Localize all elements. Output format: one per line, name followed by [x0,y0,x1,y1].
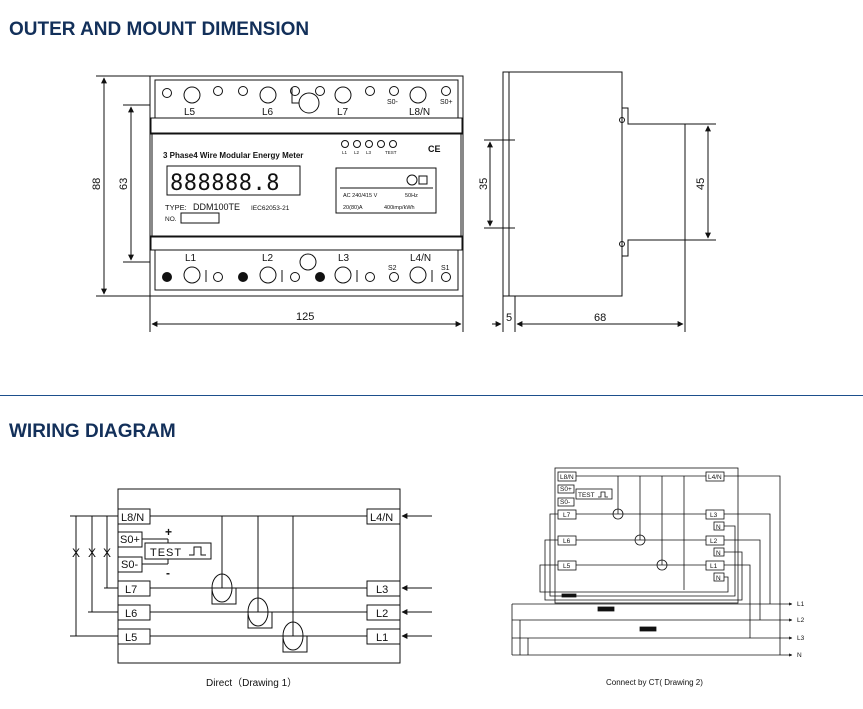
ct-line-label: L2 [797,617,805,624]
meter-title: 3 Phase4 Wire Modular Energy Meter [163,151,303,160]
led-label: L2 [354,150,360,155]
direct-left-terminal: L8/N [121,512,144,524]
front-bottom-label: S1 [441,265,450,272]
front-outline [149,75,464,297]
front-bottom-label: L2 [262,253,274,264]
standard-label: IEC62053-21 [251,205,290,212]
direct-right-terminal: L3 [376,584,388,596]
ct-left-terminal: L6 [563,538,571,545]
type-label: TYPE: [165,203,187,212]
led-label: L3 [366,150,372,155]
spec-frequency: 50Hz [405,193,418,199]
direct-caption: Direct（Drawing 1） [206,677,297,689]
dim-45: 45 [695,178,707,190]
dim-height: 88 [91,178,103,190]
side-view [484,71,716,332]
front-bottom-label: L3 [338,253,350,264]
direct-right-terminal: L4/N [370,512,393,524]
ct-test-label: TEST [578,492,595,499]
lcd-display: 888888.8 [170,171,280,196]
direct-left-terminal: S0+ [120,534,140,546]
ct-wiring [511,467,793,657]
section-divider [0,395,863,396]
direct-left-terminal: L6 [125,608,137,620]
front-top-label: L6 [262,107,274,118]
heading-outer-dimension: OUTER AND MOUNT DIMENSION [9,19,310,40]
spec-constant: 400imp/kWh [384,205,415,211]
load-cross-mark: X [72,546,80,560]
ct-right-terminal: L4/N [708,474,722,481]
direct-left-terminal: L5 [125,632,137,644]
dim-width: 125 [296,311,314,323]
ct-left-terminal: S0+ [560,486,572,493]
direct-left-terminal: L7 [125,584,137,596]
dim-5: 5 [506,312,512,324]
heading-wiring-diagram: WIRING DIAGRAM [9,421,176,442]
front-top-label: L5 [184,107,196,118]
side-labels: 35 45 5 68 [478,178,707,324]
front-top-label: L8/N [409,107,430,118]
ct-line-label: N [797,652,802,659]
front-bottom-label: L1 [185,253,197,264]
front-top-label: S0+ [440,99,453,106]
direct-right-terminal: L2 [376,608,388,620]
direct-meter-box [117,488,401,664]
ct-right-terminal: N [716,575,721,582]
load-cross-mark: X [88,546,96,560]
front-face [151,132,462,238]
ct-right-terminal: L1 [710,563,718,570]
direct-right-terminal: L1 [376,632,388,644]
led-label: L1 [342,150,348,155]
ct-right-terminal: N [716,524,721,531]
front-top-label: L7 [337,107,349,118]
ce-mark: CE [428,144,441,154]
front-bottom-label: S2 [388,265,397,272]
serial-no-label: NO. [165,216,177,223]
ct-labels: L8/N S0+ S0- L7 L6 L5 L4/N L3 N L2 N L1 … [560,474,805,687]
ct-line-label: L1 [797,601,805,608]
front-view [96,75,464,332]
type-value: DDM100TE [193,202,240,212]
direct-wiring [70,488,432,664]
front-top-label: S0- [387,99,399,106]
direct-left-terminal: S0- [121,559,138,571]
dim-68: 68 [594,312,606,324]
dim-inner-height: 63 [118,178,130,190]
ct-right-terminal: L2 [710,538,718,545]
ct-left-terminal: L7 [563,512,571,519]
ct-left-terminal: L8/N [560,474,574,481]
ct-right-terminal: L3 [710,512,718,519]
ct-caption: Connect by CT( Drawing 2) [606,678,703,687]
ct-line-label: L3 [797,635,805,642]
test-label: TEST [150,547,182,559]
pulse-minus: - [166,566,170,580]
ct-right-terminal: N [716,550,721,557]
spec-current: 20(80)A [343,205,363,211]
dim-35: 35 [478,178,490,190]
led-label: TEST [385,150,397,155]
pulse-plus: + [165,525,172,539]
ct-left-terminal: L5 [563,563,571,570]
ct-left-terminal: S0- [560,499,570,506]
front-labels: L5 L6 L7 S0- L8/N S0+ L1 L2 L3 S2 L4/N S… [91,99,453,323]
side-outline [502,71,686,297]
load-cross-mark: X [103,546,111,560]
direct-labels: L8/N S0+ S0- L7 L6 L5 L4/N L3 L2 L1 + - … [72,512,393,689]
ct-meter-box [554,467,739,604]
front-bottom-label: L4/N [410,253,431,264]
spec-voltage: AC 240/415 V [343,193,378,199]
